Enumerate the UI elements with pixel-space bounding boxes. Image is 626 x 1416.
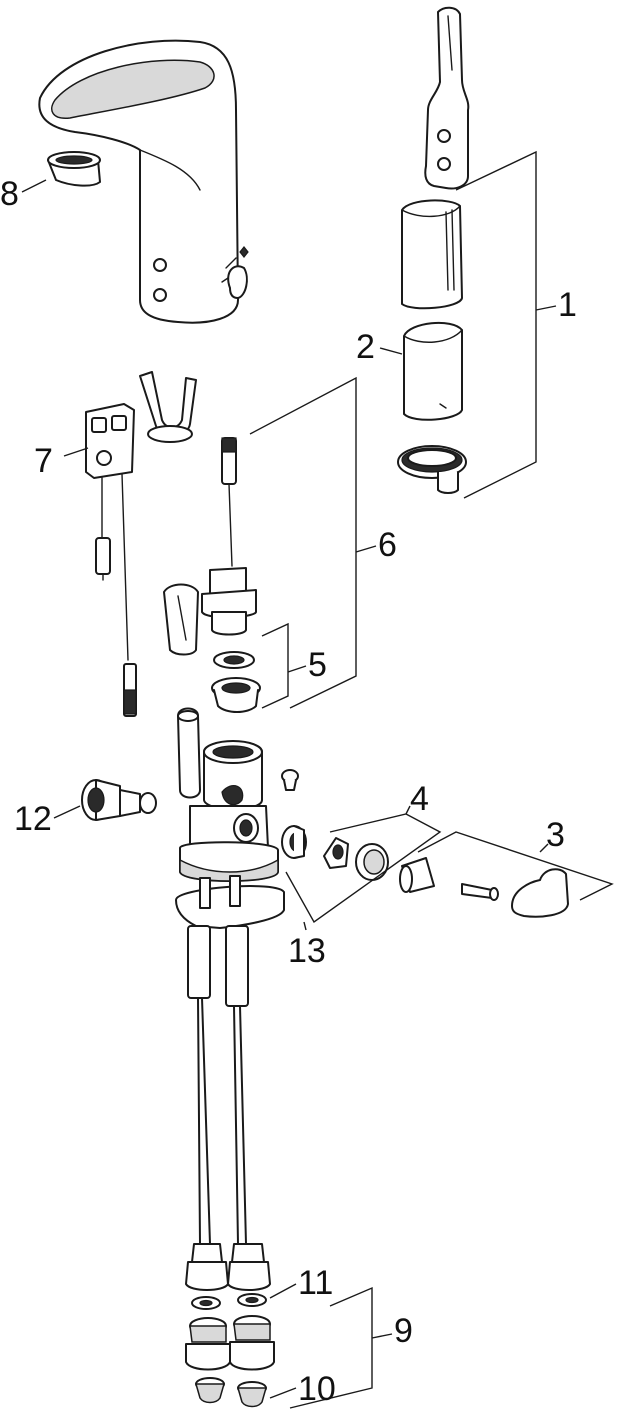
solenoid-valve [201, 437, 257, 636]
callout-8: 8 [0, 175, 19, 213]
sensor-assembly [85, 403, 137, 717]
callout-7: 7 [34, 442, 53, 480]
flex-hose-right [225, 925, 271, 1291]
flex-hose-left [185, 925, 229, 1291]
filter-left [195, 1377, 225, 1404]
callout-9: 9 [394, 1312, 413, 1350]
set-screw [461, 883, 499, 901]
valve-filter [211, 677, 261, 713]
leader-lines [21, 150, 614, 1409]
mounting-bracket [424, 6, 470, 190]
cover-cap [355, 843, 389, 881]
valve-clip [163, 583, 199, 656]
callout-6: 6 [378, 526, 397, 564]
callout-12: 12 [14, 800, 52, 838]
callout-10: 10 [298, 1370, 336, 1408]
callout-4: 4 [410, 780, 429, 818]
valve-body [175, 707, 285, 929]
connector-right [229, 1315, 275, 1371]
battery [403, 321, 463, 421]
check-valve [81, 779, 157, 821]
seal-ring [213, 651, 255, 669]
callout-5: 5 [308, 646, 327, 684]
battery-cover [401, 199, 463, 310]
callout-13: 13 [288, 932, 326, 970]
lever-handle [511, 868, 569, 918]
callout-11: 11 [298, 1264, 333, 1302]
faucet-spout-body [38, 39, 249, 324]
callout-2: 2 [356, 328, 375, 366]
aerator [47, 151, 101, 187]
filter-right [237, 1381, 267, 1408]
callout-1: 1 [558, 286, 577, 324]
connector-left [185, 1317, 231, 1371]
washer-left [191, 1296, 221, 1310]
lever-insert [323, 837, 349, 869]
small-screw [281, 769, 299, 791]
lever-adapter [399, 857, 435, 893]
clip [139, 371, 197, 443]
battery-base [397, 445, 467, 494]
adapter-ring [281, 825, 307, 859]
callout-3: 3 [546, 816, 565, 854]
washer-right [237, 1293, 267, 1307]
